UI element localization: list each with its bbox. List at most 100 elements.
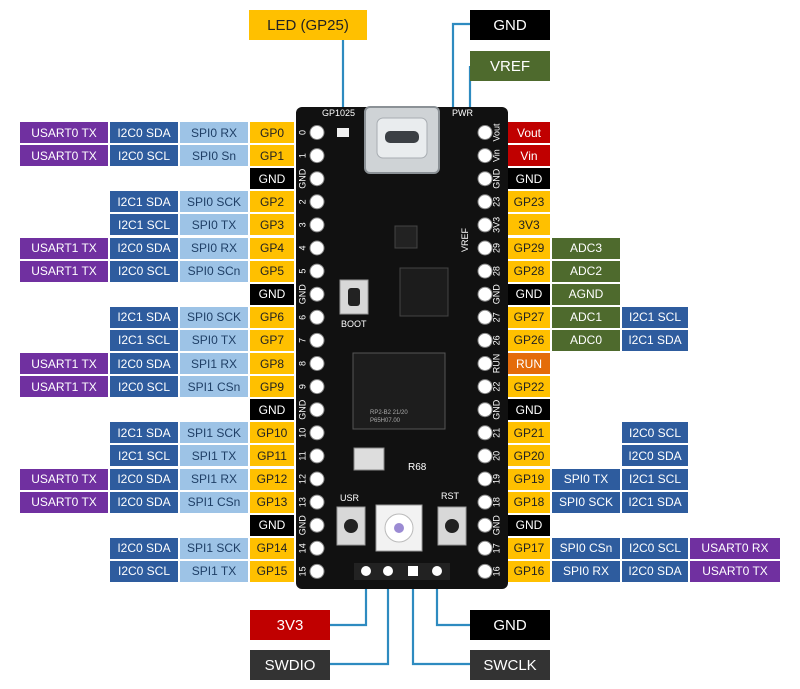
right-pin-number: Vout (491, 123, 501, 142)
left-gnd-label-12: GND (250, 399, 294, 421)
left-usart-gp1: USART0 TX (20, 145, 108, 167)
left-pin-number: 14 (297, 543, 307, 553)
right-header-pin (477, 125, 493, 140)
left-header-pin (309, 563, 325, 579)
left-pin-gp7: GP7 (250, 329, 294, 351)
left-pin-gp0: GP0 (250, 122, 294, 143)
right-header-pin (477, 309, 493, 325)
right-pin-gp19-15: GP19 (508, 468, 550, 490)
right-pin-number: GND (491, 284, 501, 305)
left-pin-gp3: GP3 (250, 214, 294, 236)
left-i2c-gp9: I2C0 SCL (110, 376, 178, 398)
right-pin-gp18-16: GP18 (508, 491, 550, 513)
voltage-regulator (394, 225, 418, 249)
left-i2c-gp10: I2C1 SDA (110, 422, 178, 444)
left-spi-gp3: SPI0 TX (180, 214, 248, 236)
right-header-pin (477, 217, 493, 233)
silk-r68: R68 (408, 462, 427, 473)
left-header-pin (309, 471, 325, 487)
left-pin-gp15: GP15 (250, 560, 294, 582)
left-header-pin (309, 286, 325, 302)
left-header-pin (309, 448, 325, 464)
right-header-pin (477, 540, 493, 556)
right-header-pin (477, 171, 493, 187)
right-adc-gnd-7: AGND (552, 283, 620, 305)
left-header-pin (309, 171, 325, 187)
right-header-pin (477, 448, 493, 464)
left-i2c-gp14: I2C0 SDA (110, 537, 178, 559)
right-pin-number: GND (491, 168, 501, 189)
left-header-pin (309, 148, 325, 164)
left-i2c-gp15: I2C0 SCL (110, 560, 178, 582)
left-pin-number: 10 (297, 428, 307, 438)
right-header-pin (477, 332, 493, 348)
right-i2c-gp16: I2C0 SDA (622, 560, 688, 582)
left-pin-number: 3 (297, 222, 307, 227)
right-spi-gp19: SPI0 TX (552, 468, 620, 490)
left-usart-gp5: USART1 TX (20, 260, 108, 282)
right-spi-gp17: SPI0 CSn (552, 537, 620, 559)
right-pin-number: 28 (491, 266, 501, 276)
left-header-pin (309, 332, 325, 348)
flash-chip (399, 267, 449, 317)
left-pin-number: 7 (297, 338, 307, 343)
right-header-pin (477, 240, 493, 256)
silk-gp1025: GP1025 (322, 108, 355, 118)
right-pin-number: 19 (491, 474, 501, 484)
right-spi-gp18: SPI0 SCK (552, 491, 620, 513)
left-usart-gp0: USART0 TX (20, 122, 108, 143)
silk-vref: VREF (460, 227, 470, 252)
left-pin-gp11: GP11 (250, 445, 294, 467)
left-header-pin (309, 263, 325, 279)
left-pin-gp12: GP12 (250, 468, 294, 490)
left-pin-number: GND (297, 399, 307, 420)
right-pin-gp20-14: GP20 (508, 445, 550, 467)
right-header-pin (477, 379, 493, 395)
right-pin-run-10: RUN (508, 353, 550, 374)
right-pin-gnd-12: GND (508, 399, 550, 421)
left-header-pin (309, 402, 325, 418)
left-spi-gp14: SPI1 SCK (180, 537, 248, 559)
right-pin-gp23-3: GP23 (508, 191, 550, 213)
right-header-pin (477, 402, 493, 418)
right-pin-number: 23 (491, 197, 501, 207)
right-pin-number: Vin (491, 149, 501, 162)
left-i2c-gp11: I2C1 SCL (110, 445, 178, 467)
left-header-pin (309, 309, 325, 325)
left-usart-gp9: USART1 TX (20, 376, 108, 398)
left-spi-gp6: SPI0 SCK (180, 306, 248, 328)
right-header-pin (477, 148, 493, 164)
left-header-pin (309, 240, 325, 256)
silk-boot: BOOT (341, 319, 367, 329)
left-i2c-gp12: I2C0 SDA (110, 468, 178, 490)
right-header-pin (477, 425, 493, 441)
led-gp25-label: LED (GP25) (249, 10, 367, 40)
swdio-label: SWDIO (250, 650, 330, 680)
right-header-pin (477, 263, 493, 279)
left-pin-gp5: GP5 (250, 260, 294, 282)
left-spi-gp8: SPI1 RX (180, 353, 248, 374)
left-pin-gp13: GP13 (250, 491, 294, 513)
right-spi-gp16: SPI0 RX (552, 560, 620, 582)
right-pin-gp29-5: GP29 (508, 237, 550, 259)
right-header-pins: VoutVinGND233V32928GND2726RUN22GND212019… (477, 123, 501, 579)
left-usart-gp12: USART0 TX (20, 468, 108, 490)
left-i2c-gp0: I2C0 SDA (110, 122, 178, 143)
left-spi-gp7: SPI0 TX (180, 329, 248, 351)
left-i2c-gp1: I2C0 SCL (110, 145, 178, 167)
left-pin-gp4: GP4 (250, 237, 294, 259)
left-usart-gp13: USART0 TX (20, 491, 108, 513)
left-header-pin (309, 379, 325, 395)
right-pin-vin-1: Vin (508, 145, 550, 167)
right-pin-gp21-13: GP21 (508, 422, 550, 444)
board-pcb (296, 107, 508, 589)
left-spi-gp0: SPI0 RX (180, 122, 248, 143)
right-pin-gnd-17: GND (508, 514, 550, 536)
right-pin-number: 18 (491, 497, 501, 507)
left-pin-number: 2 (297, 199, 307, 204)
right-pin-vout-0: Vout (508, 122, 550, 143)
left-pin-gp8: GP8 (250, 353, 294, 374)
silk-pwr: PWR (452, 108, 473, 118)
left-i2c-gp4: I2C0 SDA (110, 237, 178, 259)
